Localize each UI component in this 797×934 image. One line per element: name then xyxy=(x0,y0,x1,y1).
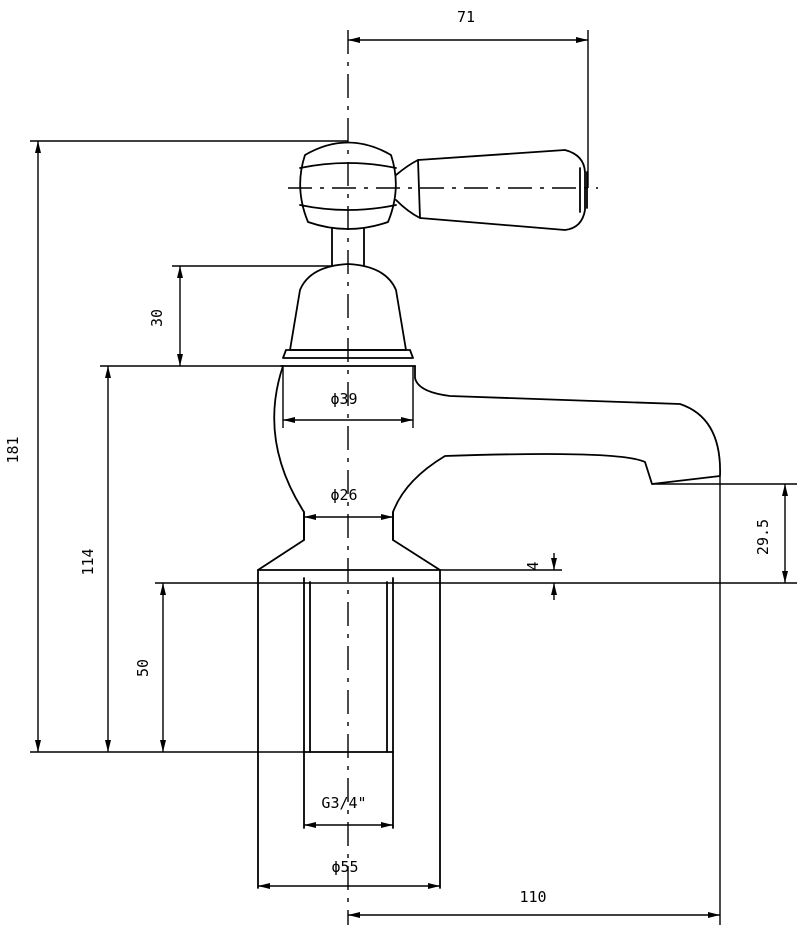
arrow-head xyxy=(348,912,360,918)
arrow-head xyxy=(576,37,588,43)
dim-label-body-diameter: ϕ39 xyxy=(330,390,357,408)
center-lines xyxy=(288,30,598,925)
arrow-head xyxy=(551,558,557,570)
arrow-head xyxy=(160,583,166,595)
handle-hub-band xyxy=(299,162,397,169)
arrow-head xyxy=(782,571,788,583)
arrow-head xyxy=(381,514,393,520)
arrow-head xyxy=(381,822,393,828)
arrow-head xyxy=(708,912,720,918)
arrow-head xyxy=(304,822,316,828)
dim-label-projection: 110 xyxy=(519,888,546,906)
dim-label-spout-height: 29.5 xyxy=(754,519,772,555)
arrow-head xyxy=(283,417,295,423)
arrow-head xyxy=(782,484,788,496)
shroud-collar xyxy=(282,349,414,359)
arrow-head xyxy=(428,883,440,889)
tap-outline xyxy=(257,141,721,889)
dim-label-flange-thickness: 4 xyxy=(524,561,542,570)
arrow-head xyxy=(105,740,111,752)
arrow-head xyxy=(401,417,413,423)
arrow-head xyxy=(551,583,557,595)
dim-label-bell-height: 30 xyxy=(148,309,166,327)
dim-label-neck-diameter: ϕ26 xyxy=(330,486,357,504)
body-and-spout xyxy=(257,365,721,571)
arrow-head xyxy=(177,354,183,366)
arrow-head xyxy=(258,883,270,889)
dim-label-shank-length: 50 xyxy=(134,659,152,677)
arrow-head xyxy=(160,740,166,752)
bell-shroud xyxy=(289,263,407,351)
arrow-head xyxy=(35,141,41,153)
arrow-head xyxy=(35,740,41,752)
handle-hub xyxy=(299,141,397,230)
dimension-lines xyxy=(30,30,797,925)
dim-label-base-diameter: ϕ55 xyxy=(331,858,358,876)
arrow-head xyxy=(348,37,360,43)
dim-label-height-to-body: 114 xyxy=(79,548,97,575)
dim-label-top-width: 71 xyxy=(457,8,475,26)
arrow-head xyxy=(304,514,316,520)
lever xyxy=(417,149,586,231)
handle-hub-band-lower xyxy=(299,204,397,211)
arrow-head xyxy=(177,266,183,278)
arrow-head xyxy=(105,366,111,378)
dim-label-total-height: 181 xyxy=(4,436,22,463)
dim-label-thread: G3/4" xyxy=(321,794,366,812)
lever-collar xyxy=(395,159,421,219)
dimension-labels: 71 181 30 ϕ39 ϕ26 29.5 4 114 50 G3/4" ϕ5… xyxy=(4,8,772,906)
